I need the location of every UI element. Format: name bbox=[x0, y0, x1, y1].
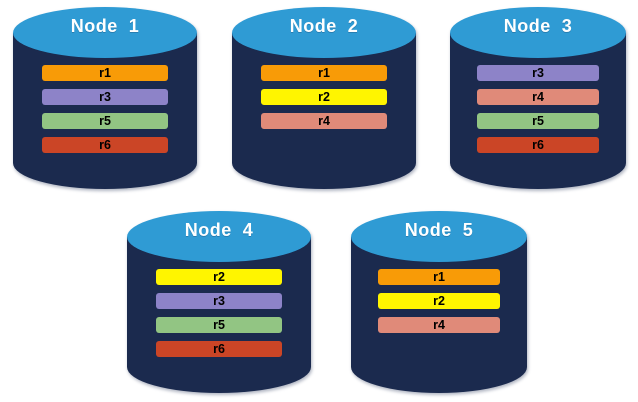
replica-list: r2 r3 r5 r6 bbox=[127, 269, 311, 357]
cylinder-top-cap bbox=[351, 211, 527, 263]
cylinder-top-cap bbox=[127, 211, 311, 263]
cylinder-top-cap bbox=[232, 7, 416, 59]
replica-bar-r5[interactable]: r5 bbox=[41, 113, 169, 129]
replica-bar-r2[interactable]: r2 bbox=[378, 293, 500, 309]
replica-list: r3 r4 r5 r6 bbox=[450, 65, 626, 153]
replica-bar-r6[interactable]: r6 bbox=[477, 137, 599, 153]
replica-list: r1 r2 r4 bbox=[351, 269, 527, 333]
replica-bar-r1[interactable]: r1 bbox=[41, 65, 169, 81]
database-node-5[interactable]: Node 5 r1 r2 r4 bbox=[351, 211, 527, 393]
replica-bar-r4[interactable]: r4 bbox=[260, 113, 388, 129]
replica-bar-r4[interactable]: r4 bbox=[378, 317, 500, 333]
replica-list: r1 r3 r5 r6 bbox=[13, 65, 197, 153]
replica-bar-r1[interactable]: r1 bbox=[378, 269, 500, 285]
replica-bar-r1[interactable]: r1 bbox=[260, 65, 388, 81]
database-node-4[interactable]: Node 4 r2 r3 r5 r6 bbox=[127, 211, 311, 393]
replica-bar-r4[interactable]: r4 bbox=[477, 89, 599, 105]
replica-bar-r3[interactable]: r3 bbox=[41, 89, 169, 105]
replica-bar-r2[interactable]: r2 bbox=[260, 89, 388, 105]
node-label: Node 4 bbox=[184, 220, 254, 240]
node-label: Node 3 bbox=[503, 16, 573, 36]
database-node-1[interactable]: Node 1 r1 r3 r5 r6 bbox=[13, 7, 197, 189]
database-node-3[interactable]: Node 3 r3 r4 r5 r6 bbox=[450, 7, 626, 189]
database-node-2[interactable]: Node 2 r1 r2 r4 bbox=[232, 7, 416, 189]
cylinder-top-cap bbox=[450, 7, 626, 59]
replica-bar-r6[interactable]: r6 bbox=[155, 341, 283, 357]
node-label: Node 1 bbox=[70, 16, 140, 36]
node-label: Node 5 bbox=[404, 220, 474, 240]
replica-bar-r3[interactable]: r3 bbox=[477, 65, 599, 81]
replica-bar-r2[interactable]: r2 bbox=[155, 269, 283, 285]
replica-bar-r3[interactable]: r3 bbox=[155, 293, 283, 309]
replica-bar-r6[interactable]: r6 bbox=[41, 137, 169, 153]
replica-list: r1 r2 r4 bbox=[232, 65, 416, 129]
cylinder-top-cap bbox=[13, 7, 197, 59]
replica-bar-r5[interactable]: r5 bbox=[477, 113, 599, 129]
node-label: Node 2 bbox=[289, 16, 359, 36]
replica-bar-r5[interactable]: r5 bbox=[155, 317, 283, 333]
